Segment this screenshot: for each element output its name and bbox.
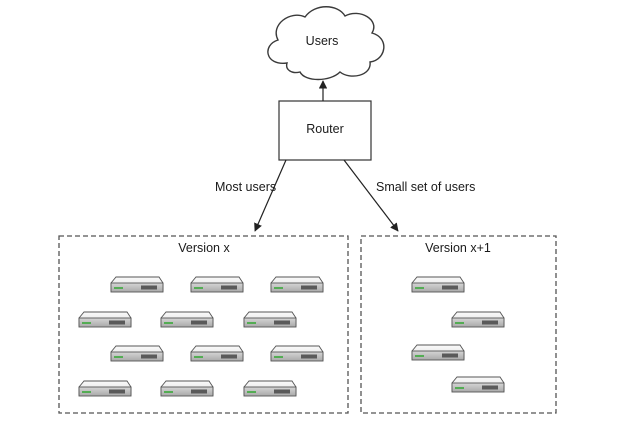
server-icon (78, 380, 132, 397)
server-icon (270, 345, 324, 362)
users-cloud (267, 6, 385, 81)
users-label: Users (305, 34, 339, 48)
server-icon (451, 376, 505, 393)
router-to-version-x1-arrow (343, 159, 399, 232)
server-icon (411, 276, 465, 293)
server-icon (243, 380, 297, 397)
version-x1-title: Version x+1 (425, 241, 491, 255)
server-icon (110, 276, 164, 293)
server-icon (110, 345, 164, 362)
server-icon (78, 311, 132, 328)
server-icon (411, 344, 465, 361)
router-to-version-x-arrow (254, 159, 287, 232)
server-icon (190, 276, 244, 293)
server-icon (243, 311, 297, 328)
server-icon (160, 311, 214, 328)
most-users-label: Most users (215, 180, 277, 194)
server-icon (451, 311, 505, 328)
server-icon (190, 345, 244, 362)
router-label: Router (306, 122, 344, 136)
small-set-users-label: Small set of users (376, 180, 476, 194)
version-x-title: Version x (178, 241, 230, 255)
router-box (278, 100, 372, 161)
server-icon (270, 276, 324, 293)
server-icon (160, 380, 214, 397)
